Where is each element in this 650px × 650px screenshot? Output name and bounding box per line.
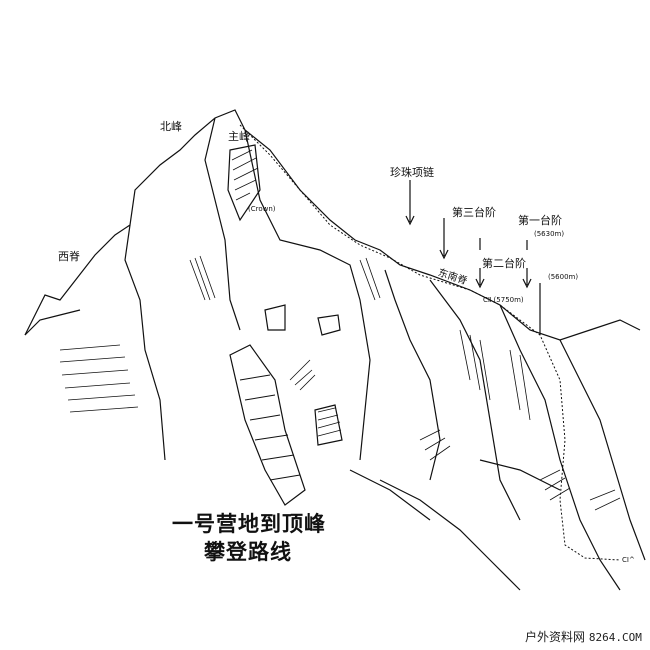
label-pearl-necklace: 珍珠项链 — [390, 166, 434, 179]
label-first-step: 第一台阶 — [518, 214, 562, 227]
label-camp1: CⅠ^ — [622, 556, 635, 564]
title-line-2: 攀登路线 — [204, 540, 292, 564]
watermark: 户外资料网 8264.COM — [525, 628, 642, 645]
glacier — [229, 344, 306, 506]
mountain-outline — [24, 109, 641, 341]
climbing-route — [239, 124, 621, 561]
label-main-peak: 主峰 — [228, 130, 250, 143]
label-crown: (Crown) — [248, 205, 276, 213]
arrows — [405, 180, 541, 335]
label-first-step-alt: (5630m) — [534, 230, 565, 238]
label-third-step: 第三台阶 — [452, 206, 496, 219]
label-second-step: 第二台阶 — [482, 257, 526, 270]
diagram-title: 一号营地到顶峰 攀登路线 — [172, 510, 326, 566]
label-camp2: CⅡ (5750m) — [483, 296, 524, 304]
watermark-domain: 8264.COM — [588, 631, 642, 644]
watermark-site: 户外资料网 — [525, 630, 586, 644]
title-line-1: 一号营地到顶峰 — [172, 512, 326, 536]
label-north-peak: 北峰 — [160, 120, 182, 133]
label-second-step-alt: (5600m) — [548, 273, 579, 281]
label-west-ridge: 西脊 — [58, 250, 80, 263]
